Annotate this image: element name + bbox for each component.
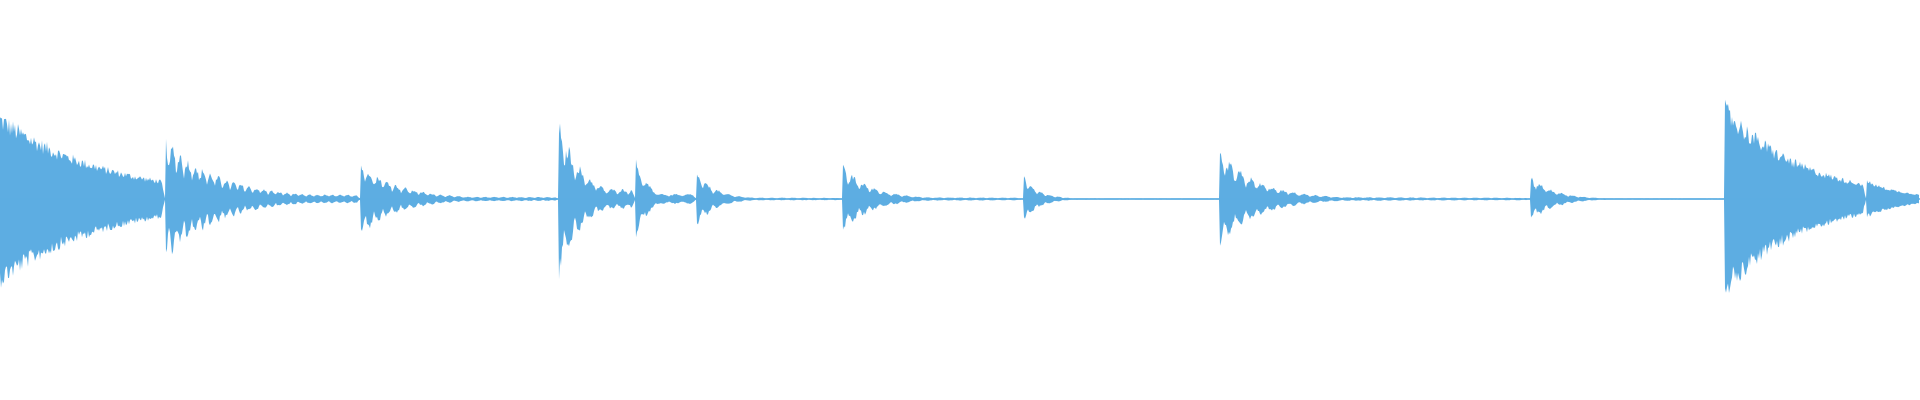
waveform-shape [0, 99, 1919, 293]
